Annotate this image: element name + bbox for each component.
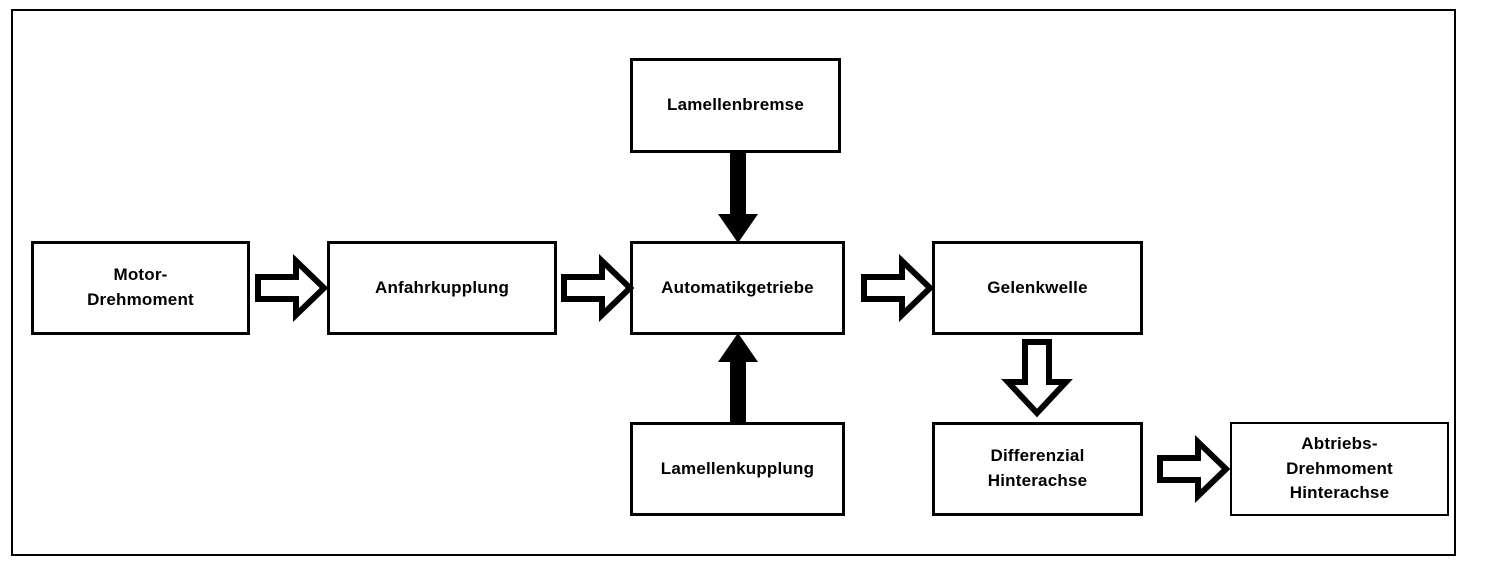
node-label: Abtriebs- Drehmoment Hinterachse bbox=[1286, 434, 1393, 503]
node-label: Anfahrkupplung bbox=[374, 277, 510, 297]
node-label: Automatikgetriebe bbox=[661, 277, 814, 297]
node-label: Lamellenbremse bbox=[667, 95, 804, 115]
node-label: Lamellenkupplung bbox=[660, 458, 815, 478]
arrow-differenzial-to-abtriebs-drehmoment bbox=[1157, 434, 1231, 504]
node-abtriebs-drehmoment-hinterachse[interactable]: Abtriebs- Drehmoment Hinterachse bbox=[1230, 422, 1449, 516]
node-lamellenbremse[interactable]: Lamellenbremse bbox=[630, 58, 841, 153]
node-label: Motor- Drehmoment bbox=[87, 265, 194, 309]
node-gelenkwelle[interactable]: Gelenkwelle bbox=[932, 241, 1143, 335]
node-label: Gelenkwelle bbox=[987, 277, 1088, 297]
node-lamellenkupplung[interactable]: Lamellenkupplung bbox=[630, 422, 845, 516]
node-automatikgetriebe[interactable]: Automatikgetriebe bbox=[630, 241, 845, 335]
arrow-automatikgetriebe-to-gelenkwelle bbox=[861, 253, 935, 323]
node-differenzial-hinterachse[interactable]: Differenzial Hinterachse bbox=[932, 422, 1143, 516]
node-motor-drehmoment[interactable]: Motor- Drehmoment bbox=[31, 241, 250, 335]
node-label: Differenzial Hinterachse bbox=[987, 446, 1088, 490]
arrow-lamellenbremse-to-automatikgetriebe bbox=[717, 152, 759, 244]
node-anfahrkupplung[interactable]: Anfahrkupplung bbox=[327, 241, 557, 335]
arrow-motor-to-anfahrkupplung bbox=[255, 253, 329, 323]
arrow-gelenkwelle-to-differenzial bbox=[1001, 339, 1073, 418]
arrow-lamellenkupplung-to-automatikgetriebe bbox=[717, 333, 759, 423]
arrow-anfahrkupplung-to-automatikgetriebe bbox=[561, 253, 635, 323]
